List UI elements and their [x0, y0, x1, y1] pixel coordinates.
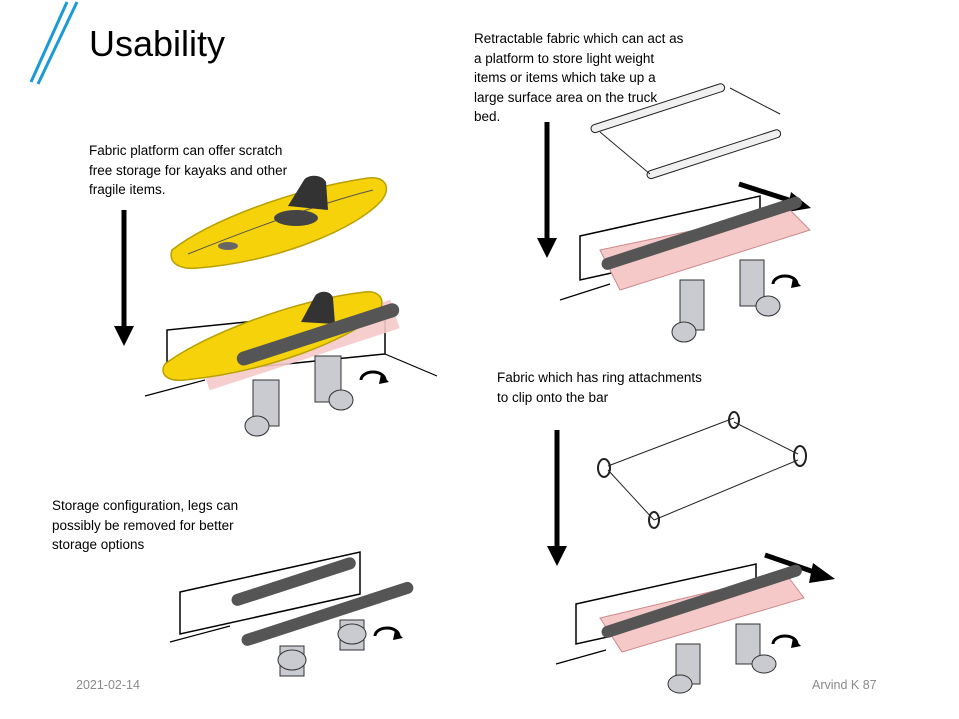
caption-line: possibly be removed for better	[52, 517, 234, 533]
rotate-icon	[373, 626, 403, 640]
caption-line: Storage configuration, legs can	[52, 498, 239, 513]
pull-arrow-icon	[764, 552, 835, 583]
rotate-icon	[771, 634, 801, 648]
caption-rings: Fabric which has ring attachments to cli…	[497, 368, 747, 407]
caption-storage: Storage configuration, legs can possibly…	[52, 496, 292, 555]
down-arrow-icon	[547, 430, 567, 566]
fabric-roll-illustration	[590, 83, 782, 180]
caption-retractable: Retractable fabric which can act as a pl…	[474, 29, 724, 127]
rotate-icon	[359, 370, 389, 384]
rotate-icon	[771, 274, 801, 288]
storage-configuration-illustration	[169, 551, 414, 677]
caption-line: fragile items.	[89, 182, 166, 197]
caption-line: bed.	[474, 109, 501, 124]
caption-line: Retractable fabric which can act as	[474, 31, 684, 46]
caption-line: free storage for kayaks and other	[89, 162, 288, 178]
kayak-illustration	[170, 175, 388, 270]
caption-line: storage options	[52, 537, 145, 552]
caption-line: to clip onto the bar	[497, 389, 609, 405]
caption-line: items or items which take up a	[474, 70, 656, 85]
caption-line: Fabric which has ring attachments	[497, 370, 702, 385]
caption-line: Fabric platform can offer scratch	[89, 143, 283, 158]
caption-line: a platform to store light weight	[474, 50, 655, 66]
accent-slashes	[29, 1, 79, 85]
rack-with-kayak-illustration	[144, 291, 438, 437]
caption-kayak: Fabric platform can offer scratch free s…	[89, 141, 329, 200]
caption-line: large surface area on the truck	[474, 89, 658, 105]
ring-fabric-illustration	[597, 411, 807, 529]
rack-with-fabric-illustration	[559, 195, 811, 343]
slide-title: Usability	[89, 23, 226, 64]
footer-date: 2021-02-14	[76, 678, 140, 692]
down-arrow-icon	[537, 122, 557, 258]
footer-author-page: Arvind K 87	[812, 678, 877, 692]
rack-with-ring-fabric-illustration	[555, 563, 805, 694]
down-arrow-icon	[114, 210, 134, 346]
